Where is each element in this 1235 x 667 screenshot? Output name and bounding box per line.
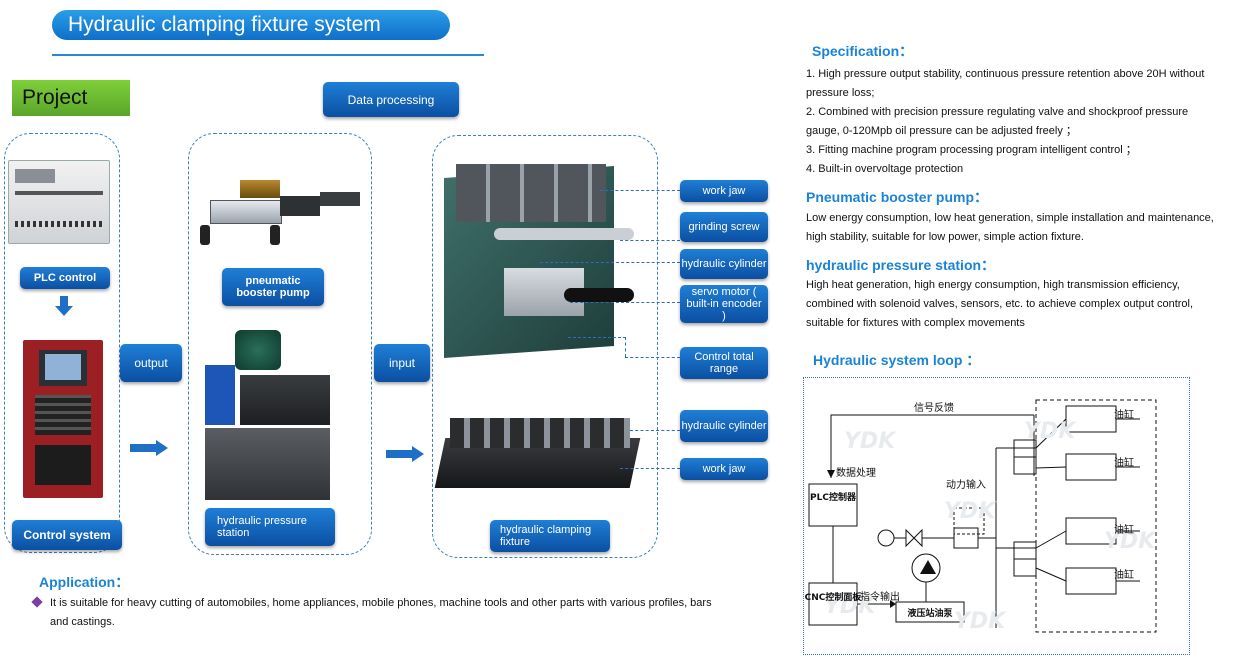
callout-line (568, 337, 626, 338)
watermark: YDK (844, 429, 897, 454)
specification-list: 1. High pressure output stability, conti… (806, 65, 1220, 179)
spec-item: 3. Fitting machine program processing pr… (806, 144, 1137, 156)
callout-control-total-range[interactable]: Control total range (680, 347, 768, 379)
hydraulic-station-image (205, 330, 335, 500)
output-button[interactable]: output (120, 344, 182, 382)
pneumatic-heading: Pneumatic booster pump： (806, 189, 989, 205)
pneumatic-pump-image (195, 170, 365, 250)
data-processing-button[interactable]: Data processing (323, 82, 459, 117)
label-plc-controller: PLC控制器 (810, 491, 857, 503)
fixture-cube-image (444, 158, 644, 358)
plc-control-button[interactable]: PLC control (20, 267, 110, 289)
callout-line (540, 262, 680, 263)
watermark: YDK (944, 499, 997, 524)
input-button[interactable]: input (374, 344, 430, 382)
right-arrow-icon (386, 446, 424, 462)
callout-line (620, 468, 680, 469)
label-command-output: 指令输出 (860, 590, 900, 603)
callout-line (620, 240, 680, 241)
spec-item: 2. Combined with precision pressure regu… (806, 106, 1189, 137)
callout-hydraulic-cylinder-bottom[interactable]: hydraulic cylinder (680, 410, 768, 442)
callout-line (630, 430, 680, 431)
left-column-panel (4, 133, 120, 553)
label-cylinder: 油缸 (1114, 568, 1134, 581)
callout-hydraulic-cylinder[interactable]: hydraulic cylinder (680, 249, 768, 279)
callout-line (625, 337, 626, 357)
pneumatic-text: Low energy consumption, low heat generat… (806, 212, 1214, 243)
spec-item: 4. Built-in overvoltage protection (806, 163, 964, 175)
label-power-input: 动力输入 (946, 478, 986, 491)
bullet-diamond-icon (31, 596, 43, 608)
right-arrow-icon (130, 440, 168, 456)
pneumatic-booster-pump-button[interactable]: pneumatic booster pump (222, 268, 324, 306)
specification-heading: Specification： (812, 43, 914, 59)
watermark: YDK (954, 609, 1007, 634)
callout-servo-motor[interactable]: servo motor ( built-in encoder ) (680, 285, 768, 323)
callout-line (625, 357, 680, 358)
hydraulic-station-heading: hydraulic pressure station： (806, 257, 996, 273)
fixture-plate-image (434, 408, 641, 498)
label-cylinder: 油缸 (1114, 456, 1134, 469)
callout-work-jaw-bottom[interactable]: work jaw (680, 458, 768, 480)
label-signal-feedback: 信号反馈 (914, 401, 954, 414)
control-cabinet-image (23, 340, 103, 498)
callout-line (600, 190, 680, 191)
project-label: Project (12, 80, 130, 116)
callout-grinding-screw[interactable]: grinding screw (680, 212, 768, 242)
spec-item: 1. High pressure output stability, conti… (806, 68, 1205, 99)
plc-device-image (8, 160, 110, 244)
application-heading: Application： (39, 574, 130, 590)
loop-heading: Hydraulic system loop ： (813, 352, 981, 368)
label-cnc-panel: CNC控制面板 (805, 591, 863, 603)
loop-schematic: YDK YDK YDK YDK YDK YDK 信号反馈 数据处理 PLC控制器… (805, 399, 1157, 634)
down-arrow-icon (55, 296, 73, 316)
label-cylinder: 油缸 (1114, 523, 1134, 536)
hydraulic-clamping-fixture-button[interactable]: hydraulic clamping fixture (490, 520, 610, 552)
label-data-processing: 数据处理 (836, 466, 876, 479)
application-text: It is suitable for heavy cutting of auto… (50, 597, 712, 628)
hydraulic-pressure-station-button[interactable]: hydraulic pressure station (205, 508, 335, 546)
title-underline (52, 54, 484, 56)
watermark: YDK (1024, 419, 1077, 444)
watermark: YDK (824, 594, 877, 619)
callout-line (570, 302, 680, 303)
label-cylinder: 油缸 (1114, 408, 1134, 421)
right-column-panel (432, 135, 658, 558)
watermark: YDK (1104, 529, 1157, 554)
label-pump-station: 液压站油泵 (907, 607, 953, 619)
middle-column-panel (188, 133, 372, 555)
page-title: Hydraulic clamping fixture system (52, 10, 450, 40)
hydraulic-loop-diagram: YDK YDK YDK YDK YDK YDK 信号反馈 数据处理 PLC控制器… (803, 377, 1190, 655)
callout-work-jaw[interactable]: work jaw (680, 180, 768, 202)
hydraulic-station-text: High heat generation, high energy consum… (806, 279, 1194, 329)
control-system-button[interactable]: Control system (12, 520, 122, 550)
